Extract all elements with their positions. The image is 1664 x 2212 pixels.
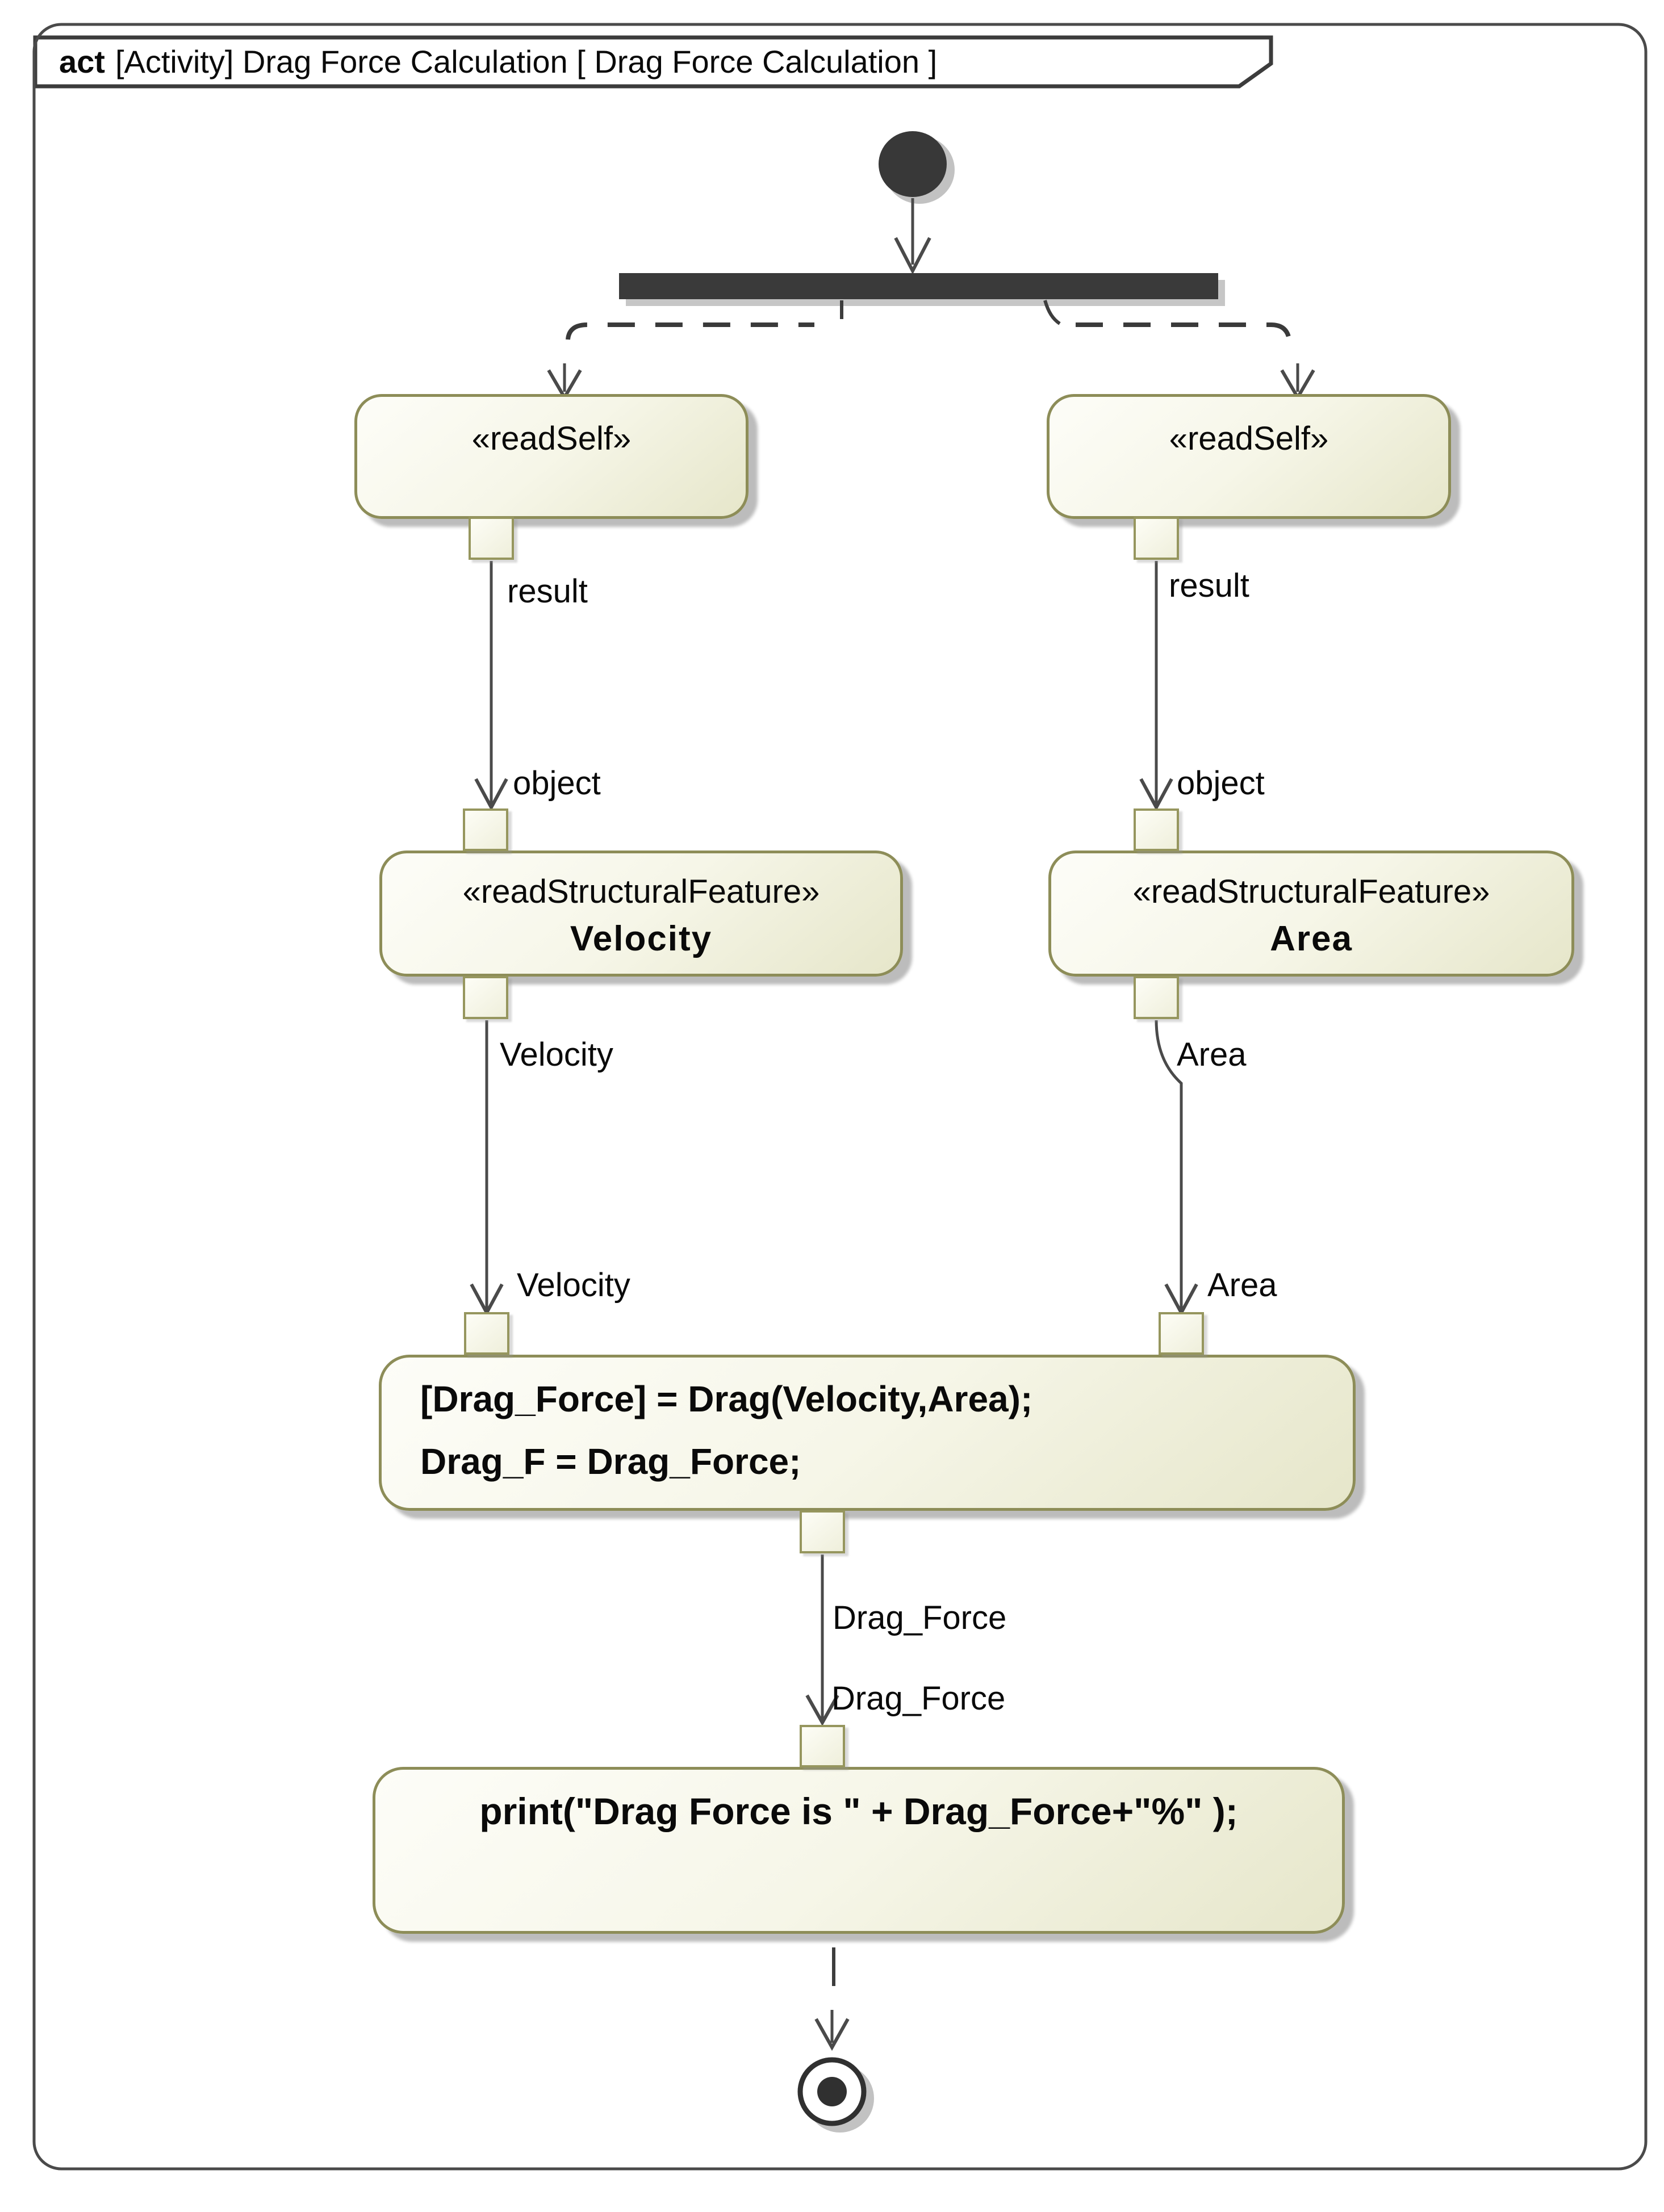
input-pin-dragforce (800, 1725, 845, 1767)
edge-label-dragforce-out: Drag_Force (833, 1599, 1007, 1636)
activity-frame-border (32, 23, 1648, 2171)
edge-label-dragforce-in: Drag_Force (831, 1680, 1006, 1717)
drag-action-line1: [Drag_Force] = Drag(Velocity,Area); (420, 1379, 1033, 1419)
print-action-text: print("Drag Force is " + Drag_Force+"%" … (479, 1790, 1238, 1832)
edge-label-result-left: result (507, 573, 588, 610)
edge-label-velocity-in: Velocity (517, 1267, 630, 1304)
edge-label-object-right: object (1177, 765, 1265, 802)
edge-label-result-right: result (1169, 567, 1249, 604)
frame-title-keyword: act (59, 44, 105, 79)
edge-label-area-in: Area (1207, 1267, 1277, 1304)
output-pin-velocity (463, 976, 508, 1019)
input-pin-area (1159, 1312, 1204, 1355)
output-pin-area (1134, 976, 1179, 1019)
control-flow-dashed-left (566, 322, 814, 340)
output-pin-result-right (1134, 517, 1179, 560)
input-pin-object-right (1134, 808, 1179, 851)
readfeature-action-velocity: «readStructuralFeature» Velocity (379, 851, 903, 977)
output-pin-result-left (469, 517, 514, 560)
readfeature-velocity-stereotype: «readStructuralFeature» (462, 873, 820, 910)
input-pin-velocity (464, 1312, 509, 1355)
edge-label-area-out: Area (1177, 1036, 1247, 1073)
readself-left-stereotype: «readSelf» (471, 420, 632, 457)
input-pin-object-left (463, 808, 508, 851)
fork-stub-right (1043, 300, 1061, 325)
print-action: print("Drag Force is " + Drag_Force+"%" … (373, 1767, 1345, 1934)
arrowhead-object-left (474, 778, 508, 811)
edge-area-to-drag (1155, 1020, 1183, 1309)
output-pin-dragforce (800, 1510, 845, 1553)
initial-node (879, 131, 947, 197)
fork-bar (619, 273, 1218, 299)
readself-action-right: «readSelf» (1047, 394, 1451, 519)
readself-action-left: «readSelf» (354, 394, 749, 519)
arrowhead-fork (894, 237, 931, 275)
readfeature-area-name: Area (1270, 919, 1353, 958)
drag-calculation-action: [Drag_Force] = Drag(Velocity,Area); Drag… (379, 1355, 1356, 1511)
final-node-dot (817, 2077, 847, 2106)
readself-right-stereotype: «readSelf» (1169, 420, 1329, 457)
frame-title-text: [Activity] Drag Force Calculation [ Drag… (115, 44, 938, 79)
arrowhead-object-right (1139, 778, 1173, 811)
arrowhead-final (814, 2018, 850, 2051)
readfeature-action-area: «readStructuralFeature» Area (1048, 851, 1574, 977)
edge-label-object-left: object (513, 765, 601, 802)
frame-title: act [Activity] Drag Force Calculation [ D… (59, 44, 937, 79)
readfeature-velocity-name: Velocity (570, 919, 713, 958)
drag-action-line2: Drag_F = Drag_Force; (420, 1441, 801, 1482)
edge-label-velocity-out: Velocity (500, 1036, 613, 1073)
control-flow-dashed-right (1076, 322, 1291, 340)
arrowhead-dragforce-in (805, 1694, 839, 1727)
readfeature-area-stereotype: «readStructuralFeature» (1132, 873, 1490, 910)
